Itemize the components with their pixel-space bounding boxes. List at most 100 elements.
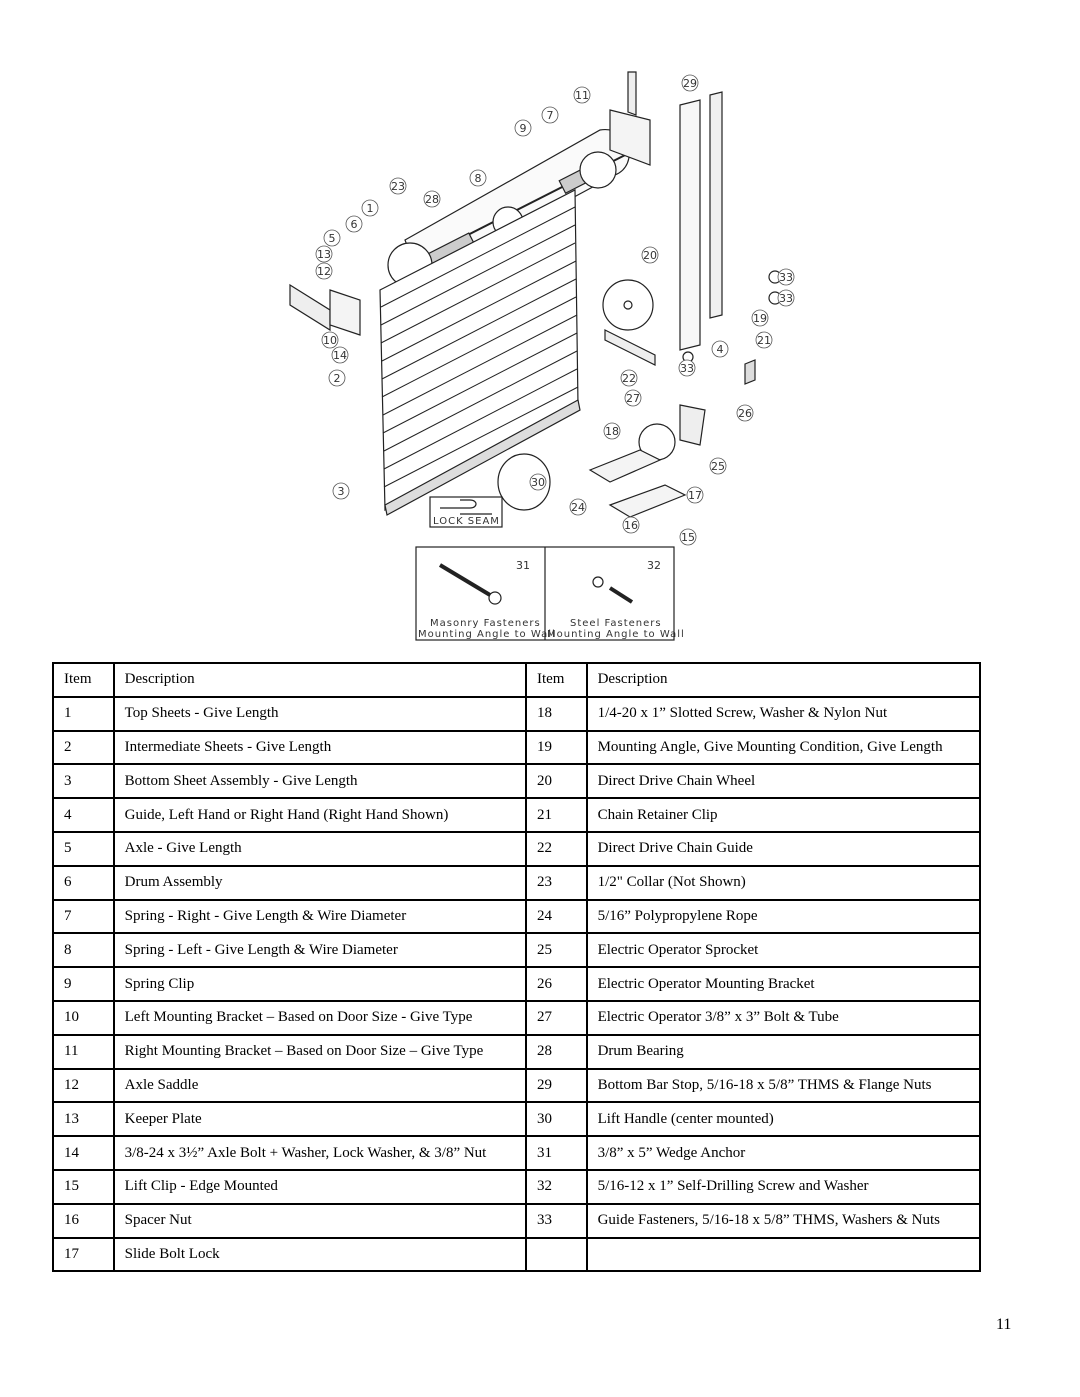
item-description: Top Sheets - Give Length	[112, 695, 527, 732]
item-description: Direct Drive Chain Guide	[585, 830, 982, 867]
item-number: 1	[52, 695, 115, 732]
item-description: Mounting Angle, Give Mounting Condition,…	[585, 729, 982, 766]
lock-seam-label: LOCK SEAM	[433, 516, 500, 527]
callout-26: 26	[736, 404, 754, 422]
item-number: 33	[524, 1202, 588, 1239]
callout-circle	[315, 245, 333, 263]
callout-circle	[328, 369, 346, 387]
callout-number: 27	[626, 392, 640, 405]
callout-5: 5	[323, 229, 341, 247]
callout-20: 20	[641, 246, 659, 264]
callout-number: 14	[333, 349, 347, 362]
item-description: 1/2" Collar (Not Shown)	[585, 864, 982, 901]
item-description: Lift Handle (center mounted)	[585, 1101, 982, 1138]
callout-25: 25	[709, 457, 727, 475]
item-description: Lift Clip - Edge Mounted	[112, 1168, 527, 1205]
callout-29: 29	[681, 74, 699, 92]
header-description-left: Description	[112, 662, 527, 698]
item-number: 23	[524, 864, 588, 901]
lock-seam-box	[429, 496, 503, 528]
callout-number: 33	[779, 271, 793, 284]
callout-17: 17	[686, 486, 704, 504]
callout-number: 10	[323, 334, 337, 347]
exploded-parts-diagram: 2911798232816513121014220419212233333327…	[289, 71, 795, 641]
callout-number: 23	[391, 180, 405, 193]
item-description: Spring - Left - Give Length & Wire Diame…	[112, 932, 527, 969]
item-description: Axle - Give Length	[112, 830, 527, 867]
item-number: 12	[52, 1067, 115, 1104]
item-description: Electric Operator 3/8” x 3” Bolt & Tube	[585, 999, 982, 1036]
callout-circle	[332, 482, 350, 500]
item-number	[524, 1236, 588, 1273]
callout-circle	[321, 331, 339, 349]
item-number: 29	[524, 1067, 588, 1104]
callout-number: 24	[571, 501, 585, 514]
left-mounting-bracket	[289, 283, 331, 332]
callout-circle	[641, 246, 659, 264]
callout-number: 1	[367, 202, 374, 215]
callout-circle	[709, 457, 727, 475]
table-header-row: Item Description Item Description	[52, 662, 982, 698]
item-number: 21	[524, 797, 588, 833]
item-description: 5/16-12 x 1” Self-Drilling Screw and Was…	[585, 1168, 982, 1205]
callout-21: 21	[755, 331, 773, 349]
header-description-right: Description	[585, 662, 982, 698]
callout-number: 13	[317, 248, 331, 261]
callout-circle	[569, 498, 587, 516]
item-number: 19	[524, 729, 588, 766]
right-mounting-bracket	[609, 109, 651, 166]
callout-4: 4	[711, 340, 729, 358]
callout-number: 7	[547, 109, 554, 122]
callout-9: 9	[514, 119, 532, 137]
callout-number: 33	[680, 362, 694, 375]
item-description: Axle Saddle	[112, 1067, 527, 1104]
callout-circle	[622, 516, 640, 534]
mounting-angle	[709, 91, 723, 319]
callout-circle	[777, 289, 795, 307]
callout-number: 5	[329, 232, 336, 245]
callout-circle	[541, 106, 559, 124]
callout-circle	[529, 473, 547, 491]
self-drilling-screw	[608, 586, 634, 604]
header-item-right: Item	[524, 662, 588, 698]
callout-6: 6	[345, 215, 363, 233]
callout-27: 27	[624, 389, 642, 407]
callout-number: 4	[717, 343, 724, 356]
callout-10: 10	[321, 331, 339, 349]
callout-number: 16	[624, 519, 638, 532]
drum-end-right	[579, 151, 617, 189]
item-number: 10	[52, 999, 115, 1036]
callout-layer: 2911798232816513121014220419212233333327…	[315, 74, 795, 546]
callout-33: 33	[777, 289, 795, 307]
callout-11: 11	[573, 86, 591, 104]
callout-circle	[777, 268, 795, 286]
callout-number: 22	[622, 372, 636, 385]
callout-circle	[755, 331, 773, 349]
callout-2: 2	[328, 369, 346, 387]
item-description	[585, 1236, 982, 1273]
chain-retainer-clip	[744, 359, 756, 385]
item-number: 3	[52, 763, 115, 800]
item-description: Electric Operator Mounting Bracket	[585, 966, 982, 1002]
callout-circle	[389, 177, 407, 195]
callout-circle	[423, 190, 441, 208]
operator-bracket	[679, 404, 706, 446]
callout-15: 15	[679, 528, 697, 546]
item-number: 20	[524, 763, 588, 800]
chain-wheel-hub	[623, 300, 633, 310]
item-description: Drum Assembly	[112, 864, 527, 901]
callout-circle	[603, 422, 621, 440]
item-description: Right Mounting Bracket – Based on Door S…	[112, 1033, 527, 1070]
callout-circle	[736, 404, 754, 422]
item-description: Keeper Plate	[112, 1101, 527, 1138]
item-description: Electric Operator Sprocket	[585, 932, 982, 969]
item-description: 3/8-24 x 3½” Axle Bolt + Washer, Lock Wa…	[112, 1135, 527, 1171]
slide-bolt-lock	[588, 449, 662, 483]
item-number: 13	[52, 1101, 115, 1138]
